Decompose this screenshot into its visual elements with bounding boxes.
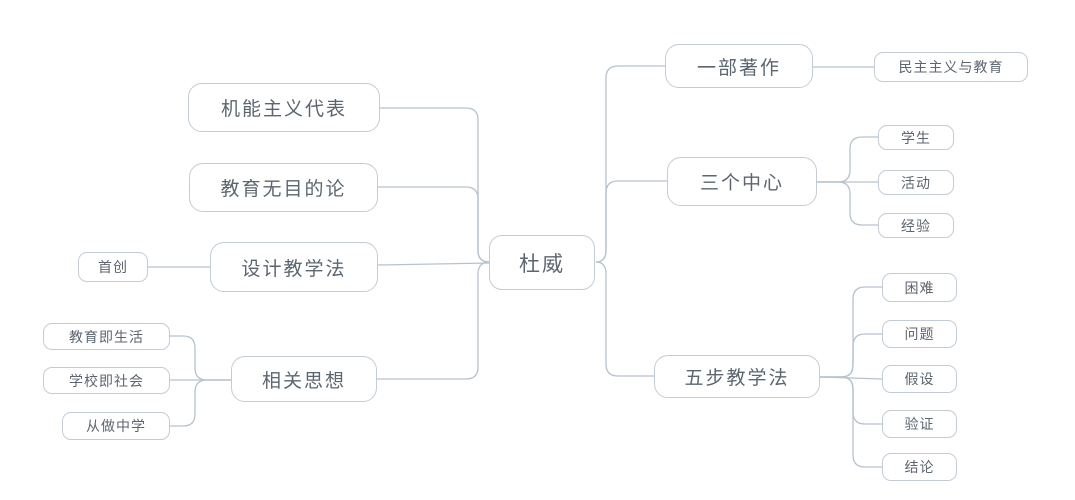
node-label: 教育即生活 bbox=[69, 329, 144, 346]
node-verification[interactable]: 验证 bbox=[882, 410, 957, 438]
node-one-work[interactable]: 一部著作 bbox=[665, 44, 813, 88]
node-label: 结论 bbox=[904, 460, 935, 476]
node-related-thoughts[interactable]: 相关思想 bbox=[231, 356, 377, 402]
node-label: 验证 bbox=[904, 417, 935, 433]
node-three-centers[interactable]: 三个中心 bbox=[667, 157, 817, 206]
node-label: 困难 bbox=[904, 280, 935, 297]
node-label: 教育无目的论 bbox=[220, 178, 347, 200]
node-democracy-and-education[interactable]: 民主主义与教育 bbox=[874, 52, 1028, 82]
node-education-no-purpose-theory[interactable]: 教育无目的论 bbox=[189, 163, 378, 212]
node-hypothesis[interactable]: 假设 bbox=[882, 365, 957, 393]
node-student[interactable]: 学生 bbox=[878, 125, 954, 150]
node-root-label: 杜威 bbox=[519, 251, 565, 276]
node-first-created[interactable]: 首创 bbox=[78, 252, 148, 282]
node-label: 五步教学法 bbox=[684, 367, 790, 389]
node-label: 活动 bbox=[901, 175, 931, 192]
node-label: 学生 bbox=[901, 130, 931, 147]
node-label: 经验 bbox=[901, 218, 931, 235]
node-root[interactable]: 杜威 bbox=[489, 235, 595, 290]
node-education-is-life[interactable]: 教育即生活 bbox=[43, 323, 170, 350]
node-activity[interactable]: 活动 bbox=[878, 170, 954, 195]
node-label: 首创 bbox=[98, 260, 128, 276]
node-problem[interactable]: 问题 bbox=[882, 320, 957, 348]
node-functionalism-representative[interactable]: 机能主义代表 bbox=[188, 83, 380, 132]
node-five-step-teaching-method[interactable]: 五步教学法 bbox=[654, 355, 820, 398]
node-label: 一部著作 bbox=[696, 56, 781, 79]
node-label: 设计教学法 bbox=[241, 257, 347, 280]
node-label: 从做中学 bbox=[86, 419, 146, 435]
node-label: 三个中心 bbox=[699, 172, 784, 194]
node-experience[interactable]: 经验 bbox=[878, 213, 954, 238]
node-label: 机能主义代表 bbox=[220, 98, 347, 120]
node-learning-by-doing[interactable]: 从做中学 bbox=[62, 412, 170, 440]
node-school-is-society[interactable]: 学校即社会 bbox=[43, 367, 170, 394]
node-label: 问题 bbox=[904, 327, 935, 343]
node-project-teaching-method[interactable]: 设计教学法 bbox=[210, 242, 378, 292]
node-difficulty[interactable]: 困难 bbox=[882, 273, 957, 302]
node-label: 民主主义与教育 bbox=[898, 60, 1004, 76]
node-label: 学校即社会 bbox=[69, 373, 144, 390]
node-label: 相关思想 bbox=[261, 369, 346, 392]
node-conclusion[interactable]: 结论 bbox=[882, 453, 957, 481]
node-label: 假设 bbox=[904, 372, 935, 388]
